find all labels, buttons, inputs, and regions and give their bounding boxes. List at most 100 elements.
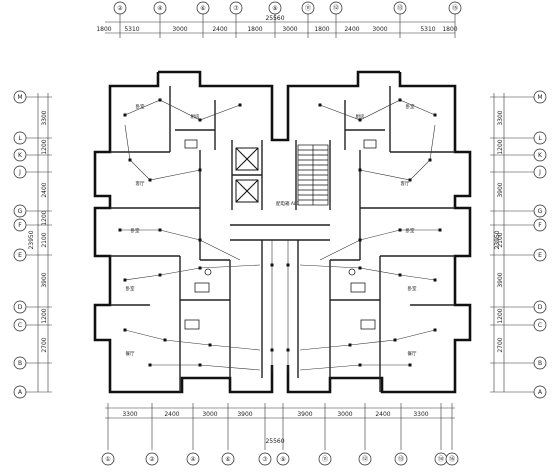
electrical-symbol	[393, 338, 397, 342]
left-axis-bubble: G	[13, 204, 27, 218]
bottom-axis-bubble: ⑥	[221, 452, 235, 466]
room-label: 卧室	[406, 103, 415, 110]
room-label: 卧室	[126, 285, 135, 292]
left-axis-bubble-circle	[13, 148, 27, 162]
bottom-dim-label: 2400	[164, 411, 179, 418]
top-axis-bubble-circle	[153, 1, 167, 15]
left-axis-bubble-circle	[13, 131, 27, 145]
overall-width-bottom: 25560	[265, 438, 284, 445]
right-axis-bubble-label: L	[538, 135, 542, 142]
right-axis-bubble: B	[533, 356, 547, 370]
right-axis-bubble-circle	[533, 356, 547, 370]
top-axis-bubble: ⑥	[196, 1, 210, 15]
left-dimension-lines	[37, 93, 49, 392]
bottom-axis-bubble: ⑭	[434, 452, 448, 466]
right-axis-bubble-circle	[533, 385, 547, 399]
bottom-axis-bubble: ④	[186, 452, 200, 466]
bottom-axis-bubble-label: ⑦	[262, 456, 268, 463]
right-axis-bubble-label: F	[538, 222, 542, 229]
electrical-symbol	[438, 228, 442, 232]
top-dim-label: 2400	[212, 26, 227, 33]
top-dim-label: 5310	[420, 26, 435, 33]
top-axis-bubble-label: ④	[157, 5, 162, 12]
top-axis-bubble-label: ⑬	[397, 4, 403, 12]
electrical-symbol	[358, 168, 362, 172]
left-dim-label: 1200	[41, 139, 48, 154]
bottom-axis-bubble: ⑪	[318, 452, 332, 466]
top-axis-bubble: ⑦	[229, 1, 243, 15]
bathroom-fixtures	[184, 139, 377, 330]
bottom-axis-bubble: ⑯	[445, 452, 459, 466]
right-dimension-lines	[493, 93, 505, 392]
right-axis-bubble-circle	[533, 218, 547, 232]
top-dim-label: 3000	[172, 26, 187, 33]
electrical-symbol	[198, 238, 202, 242]
top-axis-bubble-label: ⑦	[233, 5, 239, 12]
right-dim-label: 3900	[497, 182, 504, 197]
right-axis-bubble-label: C	[538, 322, 542, 329]
left-axis-bubble-circle	[13, 218, 27, 232]
bottom-axis-bubble: ①	[101, 452, 115, 466]
room-label: 卧室	[406, 227, 415, 234]
bottom-axis-bubble-label: ②	[149, 456, 155, 463]
room-label: 餐厅	[408, 350, 417, 357]
electrical-symbol	[428, 158, 432, 162]
left-axis-bubble-label: B	[18, 360, 22, 367]
left-axis-bubble: D	[13, 300, 27, 314]
left-axis-bubble: M	[13, 90, 27, 104]
left-axis-bubble: J	[13, 165, 27, 179]
electrical-symbol	[270, 263, 274, 267]
electrical-symbol	[208, 343, 212, 347]
left-dim-label: 3300	[41, 110, 48, 125]
electrical-symbol	[158, 98, 162, 102]
right-axis-bubble-label: G	[538, 208, 543, 215]
right-axis-bubble: F	[533, 218, 547, 232]
bottom-axis-bubble-label: ⑯	[449, 455, 455, 463]
electrical-symbol	[148, 363, 152, 367]
left-dim-label: 1200	[41, 210, 48, 225]
top-dim-label: 1800	[442, 26, 457, 33]
top-axis-bubble-circle	[229, 1, 243, 15]
top-axis-bubble-label: ⑫	[333, 4, 339, 12]
electrical-symbol	[238, 103, 242, 107]
bottom-dim-label: 3000	[202, 411, 217, 418]
right-axis-bubble: D	[533, 300, 547, 314]
right-axis-bubble-circle	[533, 148, 547, 162]
right-dim-label: 3900	[497, 272, 504, 287]
top-dim-label: 3000	[372, 26, 387, 33]
right-axis-bubble-circle	[533, 248, 547, 262]
electrical-symbol	[358, 238, 362, 242]
left-axis-bubble-circle	[13, 204, 27, 218]
electrical-symbol	[118, 228, 122, 232]
right-axis-bubble-circle	[533, 204, 547, 218]
right-dim-label: 2700	[497, 337, 504, 352]
right-axis-bubble-label: E	[538, 252, 542, 259]
electrical-symbol	[433, 113, 437, 117]
left-axis-bubble: E	[13, 248, 27, 262]
electrical-symbol	[318, 103, 322, 107]
overall-width-top: 25560	[265, 15, 284, 22]
electrical-symbol	[358, 266, 362, 270]
bottom-axis-bubble-label: ⑭	[438, 455, 444, 463]
top-axis-bubble-circle	[448, 1, 462, 15]
left-axis-bubble-label: K	[18, 152, 23, 159]
electrical-symbol	[286, 348, 290, 352]
left-axis-bubble: A	[13, 385, 27, 399]
electrical-symbol	[123, 328, 127, 332]
left-dim-label: 3900	[41, 272, 48, 287]
left-axis-bubble-label: G	[18, 208, 23, 215]
right-axis-bubble: G	[533, 204, 547, 218]
top-axis-bubble: ②	[113, 1, 127, 15]
bottom-dim-label: 3000	[337, 411, 352, 418]
right-axis-bubble: E	[533, 248, 547, 262]
left-axis-bubble: K	[13, 148, 27, 162]
left-dim-label: 1200	[41, 308, 48, 323]
left-axis-bubble-label: M	[17, 94, 22, 101]
room-label: 厨房	[191, 113, 200, 120]
bottom-axis-bubble-circle	[258, 452, 272, 466]
room-label: 餐厅	[126, 350, 135, 357]
bottom-axis-bubble: ②	[145, 452, 159, 466]
electrical-symbol	[163, 338, 167, 342]
right-axis-bubble-label: J	[538, 169, 541, 176]
left-dim-label: 2700	[41, 337, 48, 352]
